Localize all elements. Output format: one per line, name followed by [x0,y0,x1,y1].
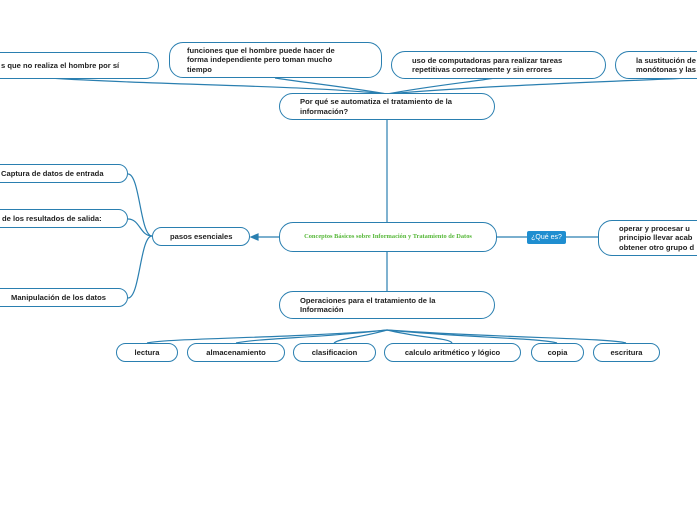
link-oper-5 [386,329,627,344]
operacion-item-3[interactable]: calculo aritmético y lógico [384,343,521,362]
link-pasos-1 [127,218,153,237]
pasos-item-1[interactable]: de los resultados de salida: [0,209,128,228]
top-node-2-line-0: uso de computadoras para realizar tareas [412,55,563,65]
operacion-item-5-label: escritura [610,347,643,357]
top-node-0[interactable]: s que no realiza el hombre por sí [0,52,159,79]
link-why-top-0 [49,77,388,95]
link-why-top-1 [274,77,388,95]
pasos-item-2[interactable]: Manipulación de los datos [0,288,128,307]
operacion-item-2-label: clasificacion [311,347,358,357]
why-node[interactable]: Por qué se automatiza el tratamiento de … [279,93,495,120]
link-oper-0 [146,329,388,344]
que-es-tag-label: ¿Qué es? [531,234,562,241]
operacion-item-0[interactable]: lectura [116,343,178,362]
que-es-tag[interactable]: ¿Qué es? [527,231,566,244]
top-node-3[interactable]: la sustitución de monótonas y las [615,51,697,79]
link-why-top-3 [386,77,691,95]
top-node-1-line-1: forma independiente pero toman mucho [187,55,333,65]
top-node-3-line-1: monótonas y las [636,65,696,74]
link-oper-4 [386,329,558,344]
link-why-top-2 [386,77,496,95]
operacion-item-1-label: almacenamiento [206,347,266,357]
link-pasos-arrow [249,233,259,241]
operacion-item-4-label: copia [547,347,568,357]
operaciones-line-1: Información [300,305,344,314]
operacion-item-3-label: calculo aritmético y lógico [404,347,501,357]
pasos-node[interactable]: pasos esenciales [152,227,250,246]
top-node-3-line-0: la sustitución de [636,55,696,65]
operacion-item-0-label: lectura [134,347,160,357]
top-node-1[interactable]: funciones que el hombre puede hacer de f… [169,42,382,78]
link-oper-3 [386,329,453,344]
operacion-item-1[interactable]: almacenamiento [187,343,285,362]
pasos-item-1-label: de los resultados de salida: [2,213,102,223]
operacion-item-5[interactable]: escritura [593,343,660,362]
pasos-item-2-label: Manipulación de los datos [11,292,106,302]
link-oper-1 [235,329,388,344]
operaciones-node[interactable]: Operaciones para el tratamiento de la In… [279,291,495,319]
link-pasos-0 [127,173,153,237]
operacion-item-4[interactable]: copia [531,343,584,362]
why-line-1: información? [300,106,349,116]
que-es-line-1: principio llevar acab [619,233,693,243]
que-es-line-0: operar y procesar u [619,223,690,233]
central-topic-title: Conceptos Básicos sobre Información y Tr… [304,233,472,240]
pasos-item-0[interactable]: Captura de datos de entrada [0,164,128,183]
pasos-label: pasos esenciales [170,231,233,241]
top-node-0-line-0: s que no realiza el hombre por sí [1,60,120,70]
top-node-1-line-0: funciones que el hombre puede hacer de [187,45,335,55]
operacion-item-2[interactable]: clasificacion [293,343,376,362]
link-pasos-2 [127,235,153,299]
link-oper-2 [333,329,388,344]
que-es-line-2: obtener otro grupo d [619,242,695,252]
top-node-2-line-1: repetitivas correctamente y sin errores [412,65,553,74]
pasos-item-0-label: Captura de datos de entrada [1,168,104,178]
operaciones-line-0: Operaciones para el tratamiento de la [300,295,436,305]
why-line-0: Por qué se automatiza el tratamiento de … [300,97,452,107]
top-node-1-line-2: tiempo [187,64,212,74]
que-es-node[interactable]: operar y procesar u principio llevar aca… [598,220,697,256]
top-node-2[interactable]: uso de computadoras para realizar tareas… [391,51,606,79]
central-topic[interactable]: Conceptos Básicos sobre Información y Tr… [279,222,497,252]
